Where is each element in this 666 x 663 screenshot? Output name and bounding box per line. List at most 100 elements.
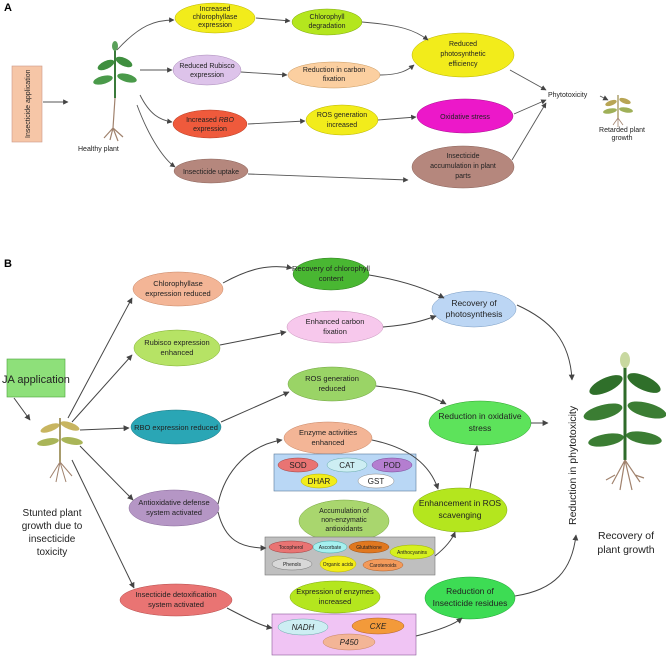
svg-text:Expression of enzymes: Expression of enzymes [296, 587, 374, 596]
svg-text:expression reduced: expression reduced [145, 289, 210, 298]
svg-text:fixation: fixation [323, 76, 345, 83]
svg-text:Accumulation of: Accumulation of [319, 508, 369, 515]
svg-text:Recovery of chlorophyll: Recovery of chlorophyll [292, 264, 370, 273]
node-ros-reduced: ROS generation reduced [287, 366, 377, 402]
insecticide-application-label: Insecticide application [25, 69, 32, 138]
svg-text:parts: parts [455, 173, 471, 180]
node-reduced-photosynthetic: Reduced photosynthetic efficiency [411, 32, 515, 78]
node-increased-chlorophyllase: Increased chlorophyllase expression [174, 2, 256, 34]
panel-a-arrows [43, 17, 609, 183]
node-enzyme-activities: Enzyme activities enhanced [283, 421, 373, 455]
svg-text:Reduction in oxidative: Reduction in oxidative [438, 411, 521, 421]
svg-text:expression: expression [190, 72, 224, 79]
phytotoxicity-label: Phytotoxicity [548, 92, 588, 99]
healthy-plant-label: Healthy plant [78, 146, 119, 153]
svg-text:CAT: CAT [339, 461, 355, 470]
svg-text:Reduction in carbon: Reduction in carbon [303, 67, 365, 74]
node-reduced-rubisco: Reduced Rubisco expression [172, 54, 242, 86]
enzyme-box: SOD CAT POD DHAR GST [273, 453, 417, 492]
node-chlorophyllase-reduced: Chlorophyllase expression reduced [132, 271, 224, 307]
svg-text:Enhancement in ROS: Enhancement in ROS [419, 498, 502, 508]
svg-text:stress: stress [469, 423, 492, 433]
svg-text:increased: increased [327, 122, 357, 129]
svg-text:system activated: system activated [146, 508, 202, 517]
svg-text:Anthocyanins: Anthocyanins [397, 550, 428, 556]
node-expression-enzymes: Expression of enzymes increased [289, 580, 381, 614]
node-insecticide-accumulation: Insecticide accumulation in plant parts [411, 145, 515, 189]
svg-text:enhanced: enhanced [312, 438, 345, 447]
nonenzymatic-box: Tocopherol Ascorbate Glutathione Anthocy… [264, 536, 436, 576]
svg-text:Recovery of: Recovery of [451, 298, 497, 308]
svg-text:Rubisco expression: Rubisco expression [144, 338, 209, 347]
svg-text:scavenging: scavenging [438, 510, 481, 520]
node-detox: Insecticide detoxification system activa… [119, 583, 233, 617]
node-reduction-residues: Reduction of Insecticide residues [424, 576, 516, 620]
svg-text:growth due to: growth due to [22, 521, 83, 532]
svg-text:reduced: reduced [318, 384, 345, 393]
insecticide-application-box: Insecticide application [11, 65, 43, 143]
svg-text:content: content [319, 274, 345, 283]
detox-enzyme-box: NADH CXE P450 [271, 613, 417, 656]
svg-text:Ascorbate: Ascorbate [319, 545, 342, 551]
svg-text:increased: increased [319, 597, 352, 606]
svg-text:Insecticide: Insecticide [446, 153, 479, 160]
svg-text:CXE: CXE [370, 622, 387, 631]
node-accumulation-nonenzymatic: Accumulation of non-enzymatic antioxidan… [298, 499, 390, 543]
svg-text:RBO expression reduced: RBO expression reduced [134, 423, 218, 432]
svg-text:toxicity: toxicity [37, 547, 68, 558]
panel-a-label: A [4, 2, 12, 14]
node-increased-rbo: Increased RBO expression [172, 109, 248, 139]
svg-text:DHAR: DHAR [308, 477, 331, 486]
svg-text:Insecticide residues: Insecticide residues [433, 598, 508, 608]
svg-text:system activated: system activated [148, 600, 204, 609]
node-recovery-chlorophyll: Recovery of chlorophyll content [292, 257, 370, 291]
panel-b-arrows [13, 264, 579, 637]
svg-text:POD: POD [383, 461, 401, 470]
svg-text:ROS generation: ROS generation [305, 374, 359, 383]
svg-text:P450: P450 [340, 638, 359, 647]
node-rubisco-enhanced: Rubisco expression enhanced [133, 329, 221, 367]
node-ros-generation: ROS generation increased [305, 104, 379, 136]
svg-text:NADH: NADH [292, 623, 315, 632]
svg-text:Stunted plant: Stunted plant [23, 508, 82, 519]
retarded-growth-label-2: growth [611, 135, 632, 142]
svg-text:Reduced: Reduced [449, 41, 477, 48]
node-reduction-carbon: Reduction in carbon fixation [287, 61, 381, 89]
node-reduction-oxidative: Reduction in oxidative stress [428, 400, 532, 446]
svg-text:Phenols: Phenols [283, 562, 302, 568]
node-oxidative-stress: Oxidative stress [416, 98, 514, 134]
svg-text:insecticide: insecticide [29, 534, 76, 545]
svg-text:Tocopherol: Tocopherol [279, 545, 303, 551]
ja-application-box: JA application [2, 358, 70, 398]
svg-text:Chlorophyll: Chlorophyll [309, 14, 344, 21]
svg-text:Reduced Rubisco: Reduced Rubisco [179, 63, 234, 70]
svg-text:Increased: Increased [200, 6, 231, 13]
svg-text:SOD: SOD [289, 461, 307, 470]
node-rbo-reduced: RBO expression reduced [130, 409, 222, 445]
stunted-plant-icon [37, 418, 83, 483]
recovery-growth-label-1: Recovery of [598, 530, 654, 542]
svg-text:Organic acids: Organic acids [323, 562, 354, 568]
svg-text:photosynthesis: photosynthesis [446, 309, 503, 319]
node-enhancement-ros: Enhancement in ROS scavenging [412, 487, 508, 533]
svg-text:JA application: JA application [2, 374, 70, 386]
svg-text:Glutathione: Glutathione [356, 545, 382, 551]
recovery-growth-label-2: plant growth [597, 544, 654, 556]
svg-text:Increased RBO: Increased RBO [186, 117, 234, 124]
retarded-growth-label-1: Retarded plant [599, 127, 645, 134]
svg-text:ROS generation: ROS generation [317, 112, 367, 119]
reduction-phytotoxicity-label: Reduction in phytotoxicity [567, 405, 579, 525]
svg-text:Enhanced carbon: Enhanced carbon [306, 317, 365, 326]
retarded-plant-icon [603, 95, 633, 127]
node-insecticide-uptake: Insecticide uptake [173, 158, 249, 184]
svg-text:Oxidative stress: Oxidative stress [440, 114, 490, 121]
svg-text:efficiency: efficiency [448, 61, 478, 68]
node-antioxidative: Antioxidative defense system activated [128, 489, 220, 527]
node-enhanced-carbon: Enhanced carbon fixation [286, 310, 384, 344]
svg-text:non-enzymatic: non-enzymatic [321, 517, 367, 524]
stunted-label: Stunted plant growth due to insecticide … [22, 508, 83, 558]
svg-text:Reduction of: Reduction of [446, 586, 494, 596]
svg-text:chlorophyllase: chlorophyllase [193, 14, 238, 21]
svg-text:enhanced: enhanced [161, 348, 194, 357]
